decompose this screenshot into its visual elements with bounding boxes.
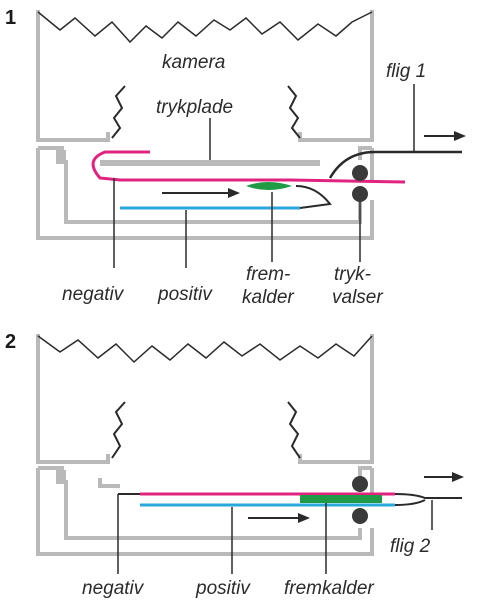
right-support-arm [287, 85, 301, 139]
left-latch [56, 150, 66, 164]
exit-arrowhead-2 [452, 472, 464, 482]
tab-top-2 [118, 493, 462, 499]
motion-arrowhead [228, 188, 240, 198]
positive-label-2: positiv [195, 578, 251, 599]
left-latch-2 [56, 470, 66, 484]
motion-arrowhead-2 [298, 513, 310, 523]
camera-body-2 [36, 334, 374, 464]
lower-roller-2 [352, 508, 368, 524]
exit-arrowhead [454, 131, 466, 141]
tab-bottom-2 [394, 499, 426, 506]
lower-roller [352, 186, 368, 202]
fig-2-label: flig 2 [390, 536, 431, 557]
rollers-label-line2: valser [332, 287, 383, 308]
pressure-plate-2 [98, 478, 120, 488]
developer-layer-2 [300, 495, 382, 503]
left-support-arm [111, 85, 126, 139]
right-latch [358, 146, 374, 180]
film-pack-casing-2 [36, 466, 374, 556]
developer-pod [246, 182, 292, 190]
upper-roller [352, 165, 368, 181]
figure-2: 2 flig 2 negativ positiv fremkalder [5, 331, 464, 599]
developer-label-2: fremkalder [284, 578, 374, 599]
right-support-arm-2 [287, 401, 301, 459]
figure-1-number: 1 [5, 7, 16, 29]
developer-label-line1: frem- [246, 264, 290, 285]
negative-label: negativ [62, 284, 125, 305]
left-support-arm-2 [111, 401, 126, 459]
tab-path [295, 185, 332, 209]
upper-roller-2 [352, 476, 368, 492]
figure-2-number: 2 [5, 331, 16, 353]
negative-label-2: negativ [82, 578, 145, 599]
figure-1: 1 kamera trykplade [5, 7, 466, 308]
camera-body [36, 10, 374, 142]
tab-lead [328, 150, 462, 179]
pressure-plate [100, 160, 320, 166]
rollers-label-line1: tryk- [334, 264, 371, 285]
camera-label: kamera [162, 52, 225, 73]
camera-torn-edge-2 [37, 335, 373, 364]
camera-torn-edge [37, 11, 373, 44]
film-pack-casing [36, 146, 374, 240]
fig-1-label: flig 1 [386, 61, 426, 82]
film-pack-inner-2 [64, 480, 362, 540]
pressure-plate-label: trykplade [156, 97, 233, 118]
positive-label: positiv [157, 284, 213, 305]
developer-label-line2: kalder [242, 287, 294, 308]
